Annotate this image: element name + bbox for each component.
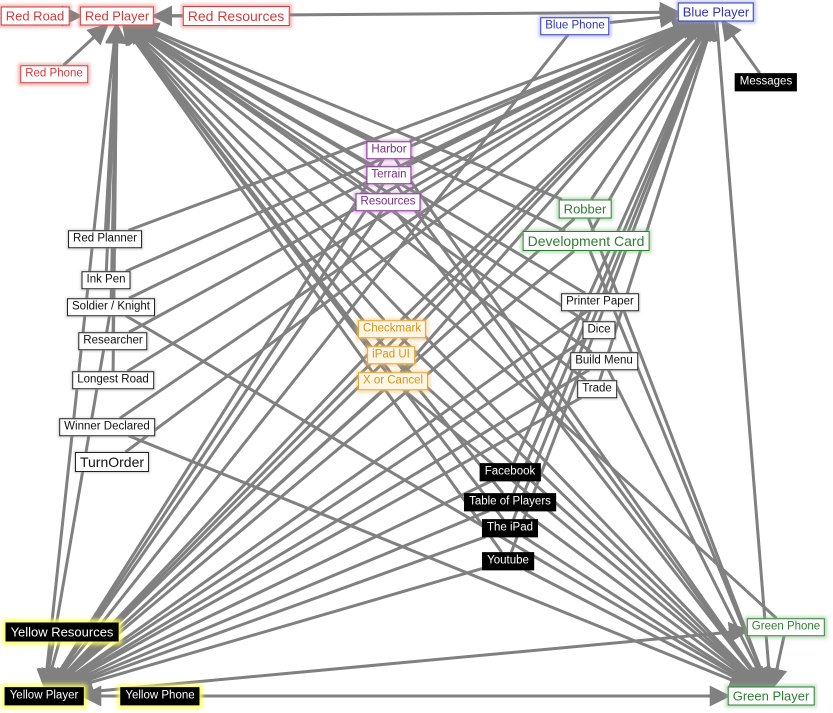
node-blue-phone[interactable]: Blue Phone <box>540 17 610 35</box>
node-terrain[interactable]: Terrain <box>366 166 412 184</box>
edge-terrain-to-green_player <box>394 182 766 689</box>
edge-ipad_ui-to-green_player <box>399 362 763 689</box>
edge-youtube-to-blue_player <box>509 18 716 553</box>
edge-green_phone-to-red_player <box>125 23 778 620</box>
edge-dev_card-to-yellow_player <box>52 249 576 690</box>
edge-build_menu-to-yellow_player <box>56 368 591 689</box>
edge-blue_phone-to-yellow_player <box>49 33 570 690</box>
node-resources[interactable]: Resources <box>355 193 421 211</box>
edge-green_phone-to-green_player <box>766 635 788 690</box>
node-yellow-phone[interactable]: Yellow Phone <box>120 687 200 705</box>
edge-winner-to-blue_player <box>118 19 705 420</box>
edge-resources-to-green_player <box>393 209 766 689</box>
edge-dice-to-red_player <box>129 23 587 323</box>
edge-terrain-to-yellow_player <box>48 182 385 690</box>
edge-table_players-to-green_player <box>520 509 761 689</box>
edge-harbor-to-yellow_player <box>47 157 385 690</box>
edge-checkmark-to-red_player <box>123 23 386 322</box>
edge-checkmark-to-green_player <box>399 336 764 689</box>
node-red-player[interactable]: Red Player <box>79 6 155 26</box>
node-ink-pen[interactable]: Ink Pen <box>81 271 131 289</box>
edge-robber-to-blue_player <box>590 19 712 201</box>
node-build-menu[interactable]: Build Menu <box>570 352 638 370</box>
node-robber[interactable]: Robber <box>558 199 612 219</box>
node-ipad-ui[interactable]: iPad UI <box>367 346 415 364</box>
node-winner-declared[interactable]: Winner Declared <box>59 418 155 436</box>
edge-soldier-to-blue_player <box>128 19 700 300</box>
edge-trade-to-blue_player <box>598 18 718 381</box>
edge-x_cancel-to-green_player <box>402 388 762 689</box>
edge-the_ipad-to-blue_player <box>512 18 716 520</box>
edge-yellow_player-to-green_phone <box>83 621 750 694</box>
edge-ipad_ui-to-blue_player <box>398 19 710 348</box>
edge-red_planner-to-blue_player <box>128 17 694 232</box>
edge-resources-to-blue_player <box>402 19 703 195</box>
edge-messages-to-blue_player <box>721 19 761 75</box>
node-longest-road[interactable]: Longest Road <box>72 371 154 389</box>
edge-winner-to-green_player <box>128 434 751 690</box>
node-red-road[interactable]: Red Road <box>0 6 70 26</box>
edge-blue_phone-to-blue_player <box>609 7 681 29</box>
edge-x_cancel-to-blue_player <box>399 19 710 374</box>
node-the-ipad[interactable]: The iPad <box>481 519 539 537</box>
edge-turn_order-to-blue_player <box>124 19 706 454</box>
node-yellow-resources[interactable]: Yellow Resources <box>5 622 119 642</box>
node-researcher[interactable]: Researcher <box>78 332 148 350</box>
edge-youtube-to-red_player <box>122 23 503 554</box>
edge-dev_card-to-red_player <box>134 23 566 233</box>
edge-dev_card-to-green_player <box>588 250 771 690</box>
node-trade[interactable]: Trade <box>577 380 617 398</box>
node-red-resources[interactable]: Red Resources <box>182 6 290 26</box>
node-soldier-knight[interactable]: Soldier / Knight <box>67 298 155 316</box>
node-green-phone[interactable]: Green Phone <box>746 618 826 636</box>
edge-the_ipad-to-yellow_player <box>65 535 487 692</box>
edge-harbor-to-green_player <box>393 157 767 689</box>
edge-build_menu-to-red_player <box>127 23 593 354</box>
node-harbor[interactable]: Harbor <box>366 141 412 159</box>
edge-dev_card-to-blue_player <box>590 18 713 232</box>
node-yellow-player[interactable]: Yellow Player <box>4 687 84 705</box>
edge-the_ipad-to-green_player <box>522 535 759 689</box>
edge-red_phone-to-red_player <box>62 23 109 67</box>
node-red-planner[interactable]: Red Planner <box>68 230 142 248</box>
edge-red_player-to-green_player <box>125 24 764 689</box>
node-printer-paper[interactable]: Printer Paper <box>561 293 639 311</box>
node-green-player[interactable]: Green Player <box>727 686 815 706</box>
node-x-or-cancel[interactable]: X or Cancel <box>357 372 429 390</box>
node-checkmark[interactable]: Checkmark <box>357 320 427 338</box>
edge-build_menu-to-green_player <box>607 369 768 690</box>
edge-table_players-to-yellow_player <box>62 509 490 691</box>
edge-the_ipad-to-red_player <box>122 23 505 521</box>
edge-youtube-to-yellow_player <box>71 567 483 693</box>
edge-red_player-to-yellow_player <box>36 25 118 691</box>
node-messages[interactable]: Messages <box>734 73 798 91</box>
node-development-card[interactable]: Development Card <box>522 231 650 251</box>
edge-blue_player-to-green_player <box>715 21 780 690</box>
edge-soldier-to-green_player <box>125 314 758 689</box>
node-dice[interactable]: Dice <box>582 321 616 339</box>
edge-robber-to-red_player <box>137 22 563 201</box>
node-facebook[interactable]: Facebook <box>479 463 541 481</box>
edge-table_players-to-blue_player <box>512 18 715 494</box>
node-red-phone[interactable]: Red Phone <box>20 65 88 83</box>
node-table-of-players[interactable]: Table of Players <box>464 493 556 511</box>
edge-dice-to-yellow_player <box>54 337 587 689</box>
edge-facebook-to-yellow_player <box>59 479 493 689</box>
edge-table_players-to-red_player <box>122 23 505 495</box>
node-blue-player[interactable]: Blue Player <box>677 2 755 22</box>
node-youtube[interactable]: Youtube <box>482 552 534 570</box>
edge-youtube-to-green_player <box>524 568 756 688</box>
edge-researcher-to-blue_player <box>128 20 702 334</box>
node-turn-order[interactable]: TurnOrder <box>74 452 150 472</box>
edge-checkmark-to-blue_player <box>399 19 709 322</box>
edge-printer_paper-to-yellow_player <box>53 309 589 689</box>
